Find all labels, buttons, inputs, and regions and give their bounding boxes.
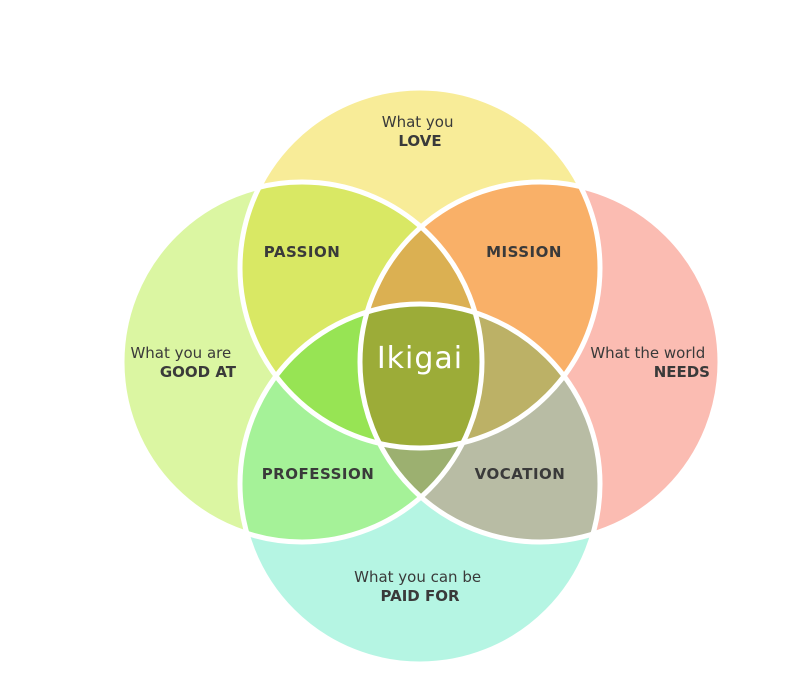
profession-label: PROFESSION: [262, 465, 375, 483]
region-love-good-paid: [240, 304, 482, 448]
paid-for-label: What you can be PAID FOR: [354, 568, 486, 605]
needs-label: What the world NEEDS: [590, 344, 710, 381]
love-label: What you LOVE: [382, 113, 459, 150]
mission-label: MISSION: [486, 243, 562, 261]
ikigai-label: Ikigai: [377, 341, 463, 376]
region-love-good-needs: [360, 182, 482, 448]
circle-outlines: [119, 85, 723, 667]
good-at-label: What you are GOOD AT: [130, 344, 236, 381]
vocation-label: VOCATION: [475, 465, 566, 483]
region-love-needs-paid: [360, 304, 600, 448]
region-good-needs-paid: [360, 304, 482, 542]
passion-label: PASSION: [264, 243, 341, 261]
